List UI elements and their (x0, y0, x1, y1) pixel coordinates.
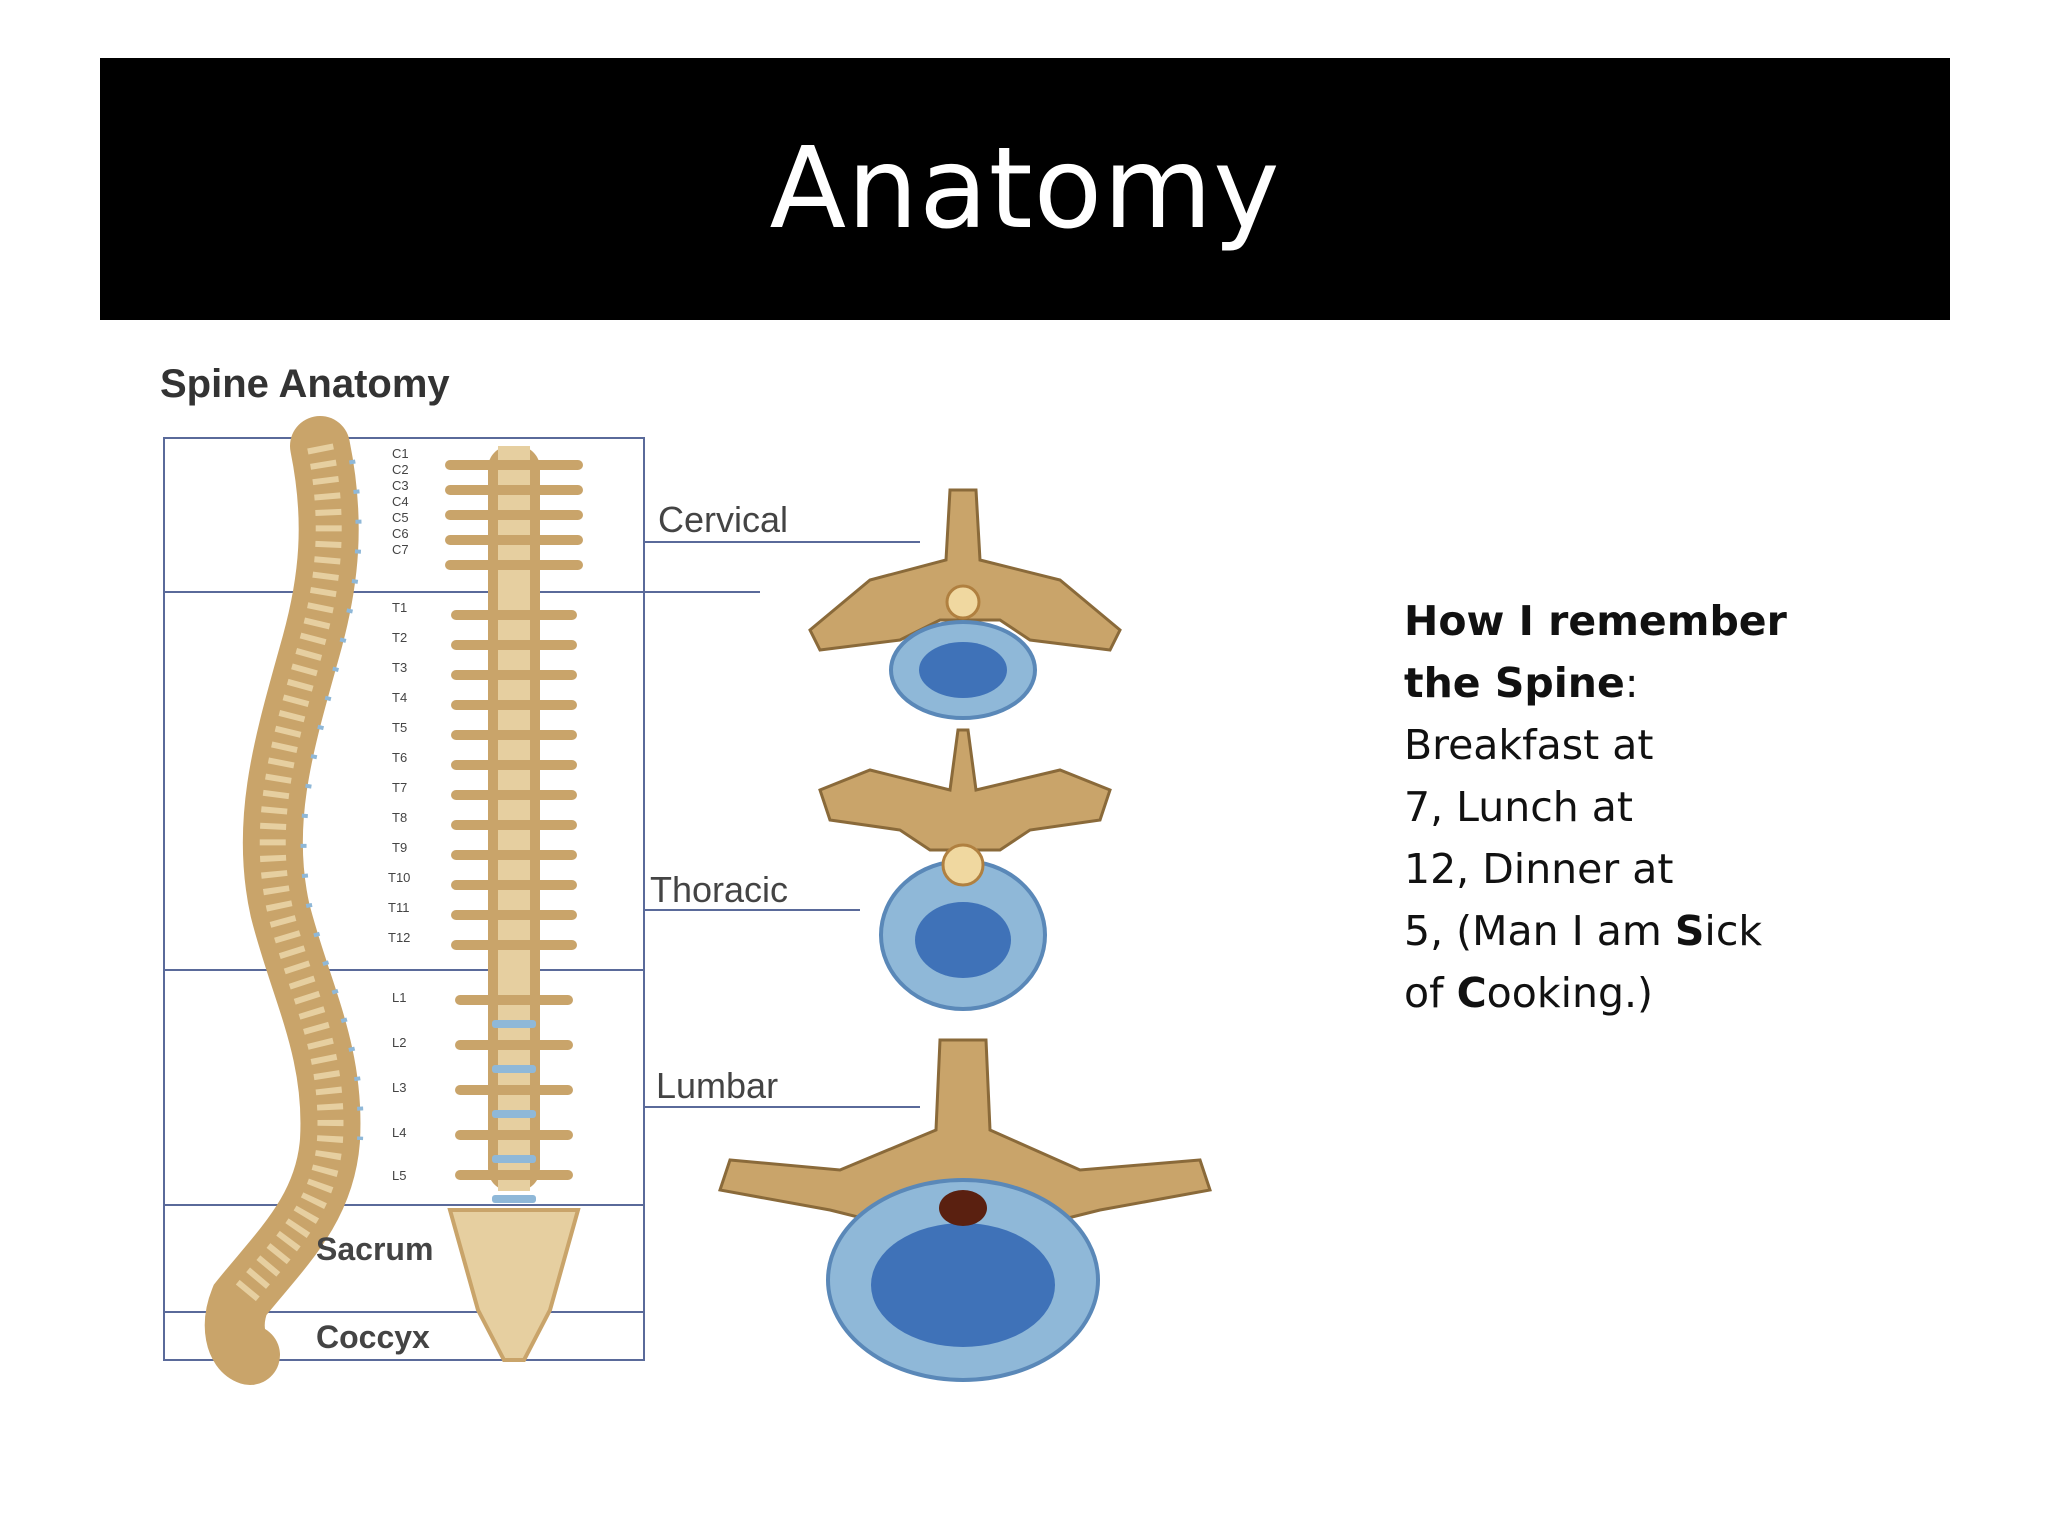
level-label: C6 (392, 526, 409, 541)
level-label: C7 (392, 542, 409, 557)
level-label: T7 (392, 780, 407, 795)
note-line: of Cooking.) (1404, 962, 1824, 1024)
note-line: 5, (Man I am Sick (1404, 900, 1824, 962)
level-label: L3 (392, 1080, 406, 1095)
title-bar: Anatomy (100, 58, 1950, 320)
sacrum-label: Sacrum (316, 1231, 433, 1267)
note-bold-letter: S (1674, 907, 1705, 955)
level-label: T3 (392, 660, 407, 675)
figure-title: Spine Anatomy (160, 362, 450, 406)
vertebra-level-labels: C1 C2 C3 C4 C5 C6 C7 T1 T2 T3 T4 T5 T6 T… (388, 446, 410, 1183)
level-label: T9 (392, 840, 407, 855)
level-label: L5 (392, 1168, 406, 1183)
level-label: T10 (388, 870, 410, 885)
note-line: 7, Lunch at (1404, 783, 1634, 831)
note-text: ick (1704, 907, 1763, 955)
region-frame (163, 437, 920, 1361)
note-heading: How I remember (1404, 597, 1787, 645)
level-label: T1 (392, 600, 407, 615)
level-label: T8 (392, 810, 407, 825)
spine-front-view (445, 446, 583, 1362)
level-label: T11 (388, 900, 409, 915)
level-label: C1 (392, 446, 409, 461)
thoracic-label: Thoracic (650, 869, 788, 910)
level-label: T12 (388, 930, 410, 945)
note-colon: : (1624, 659, 1639, 707)
note-line: the Spine: (1404, 652, 1824, 714)
note-text: ooking.) (1486, 969, 1653, 1017)
mnemonic-note: How I remember the Spine: Breakfast at 7… (1404, 590, 1824, 1024)
level-label: T2 (392, 630, 407, 645)
note-line: How I remember (1404, 590, 1824, 652)
level-label: T5 (392, 720, 407, 735)
note-line: 12, Dinner at (1404, 845, 1674, 893)
coccyx-label: Coccyx (316, 1319, 430, 1355)
level-label: C4 (392, 494, 409, 509)
cervical-label: Cervical (658, 499, 788, 540)
spine-side-view (204, 416, 364, 1385)
note-line: Breakfast at (1404, 721, 1654, 769)
level-label: T6 (392, 750, 407, 765)
level-label: L2 (392, 1035, 406, 1050)
note-bold-letter: C (1456, 969, 1487, 1017)
note-text: 5, (Man I am (1404, 907, 1675, 955)
spine-illustration: C1 C2 C3 C4 C5 C6 C7 T1 T2 T3 T4 T5 T6 T… (163, 416, 1212, 1385)
level-label: L1 (392, 990, 406, 1005)
lumbar-label: Lumbar (656, 1065, 778, 1106)
level-label: T4 (392, 690, 407, 705)
level-label: C5 (392, 510, 409, 525)
spine-anatomy-figure: Spine Anatomy (120, 350, 1250, 1390)
note-text: of (1404, 969, 1457, 1017)
level-label: C2 (392, 462, 409, 477)
note-heading: the Spine (1404, 659, 1625, 707)
slide-title: Anatomy (769, 124, 1281, 254)
cervical-vertebra-illustration (808, 488, 1122, 720)
lumbar-vertebra-illustration (718, 1038, 1212, 1382)
thoracic-vertebra-illustration (818, 728, 1112, 1011)
level-label: C3 (392, 478, 409, 493)
level-label: L4 (392, 1125, 406, 1140)
